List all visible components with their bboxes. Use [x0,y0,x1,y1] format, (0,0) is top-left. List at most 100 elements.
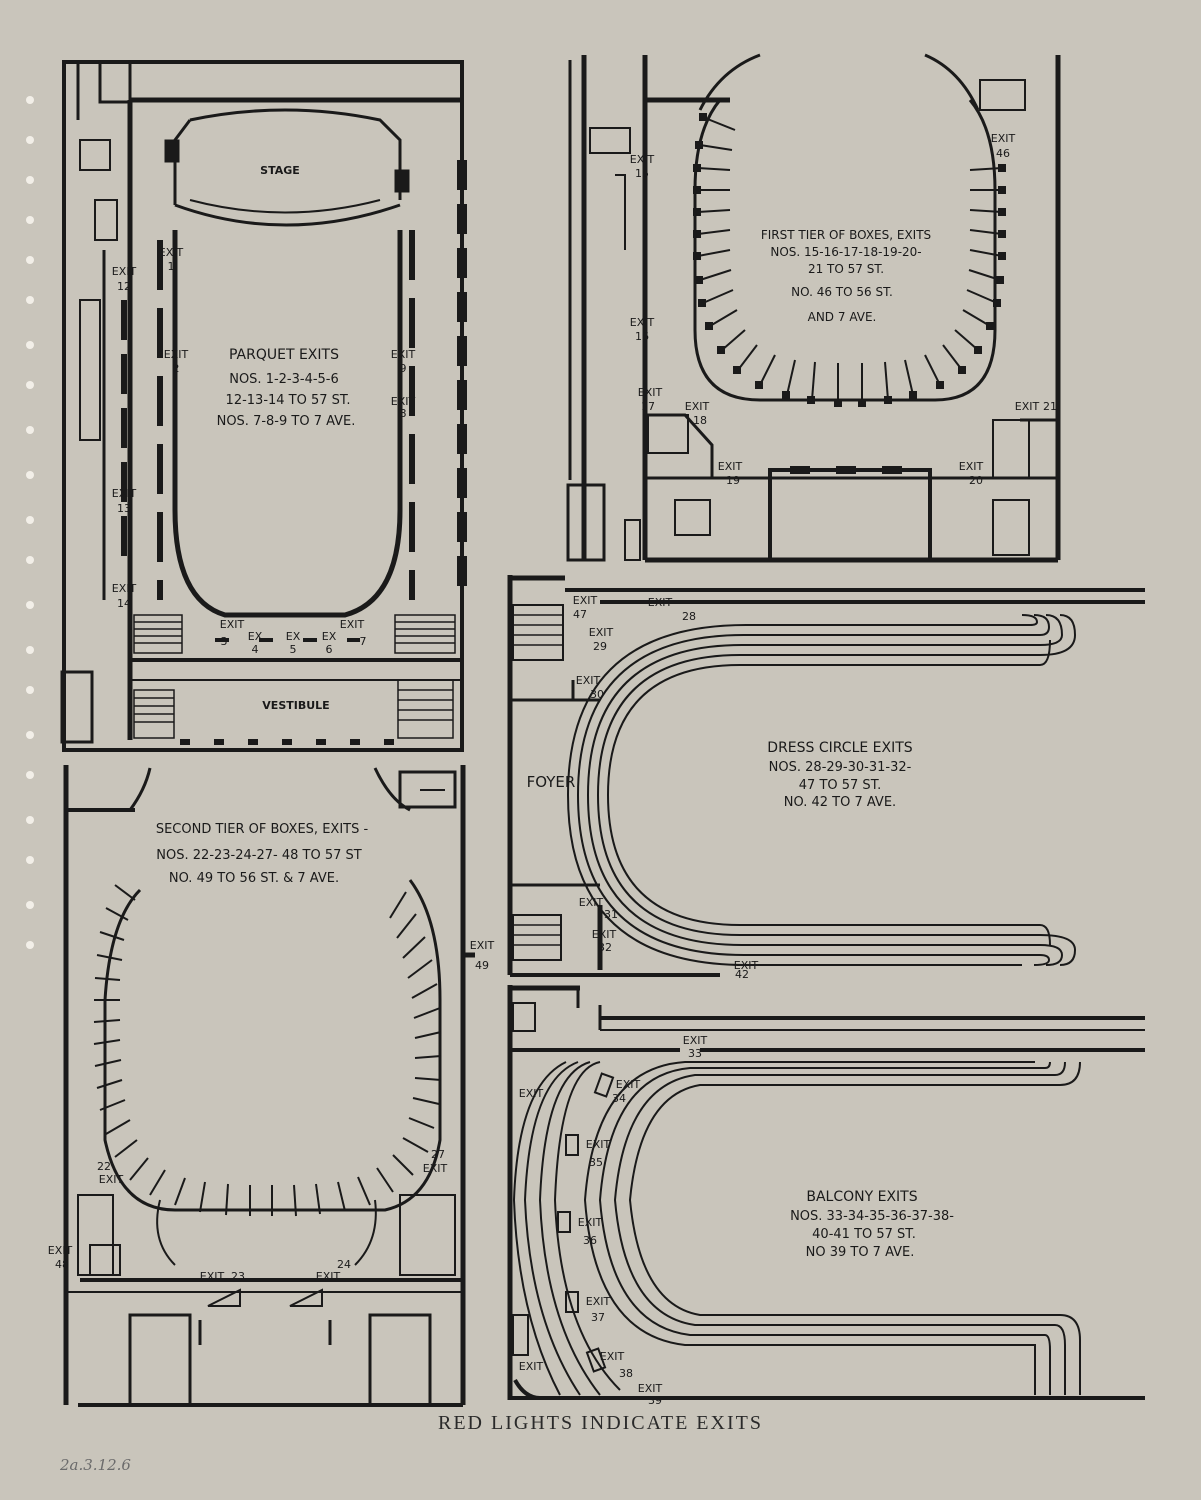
exit-word: EXIT [423,1162,448,1175]
exit-word: EX [322,630,337,643]
exit-word: EXIT [586,1138,611,1151]
exit-number: 14 [117,597,131,610]
exit-word: EXIT [519,1360,544,1373]
exit-word: EXIT [579,896,604,909]
vestibule-label: VESTIBULE [262,699,329,712]
exit-number: 12 [117,280,131,293]
exit-number: 35 [589,1156,603,1169]
exit-word: EXIT [959,460,984,473]
exit-word: EXIT [519,1087,544,1100]
exit-number: 7 [360,635,367,648]
exit-word: EXIT [718,460,743,473]
exit-word: EXIT [630,153,655,166]
exit-word: EXIT [638,386,663,399]
exit-number: 39 [648,1394,662,1407]
handwritten-catalog-note: 2a.3.12.6 [60,1456,131,1474]
exit-word: EXIT [573,594,598,607]
exit-number: 17 [641,400,655,413]
exit-number: 30 [590,688,604,701]
first-tier-boxes [693,113,1006,407]
exit-word: EXIT [734,959,759,972]
exit-word: EXIT [600,1350,625,1363]
exit-word: EXIT [112,487,137,500]
exit-word: EXIT [316,1270,341,1283]
exit-word: EXIT [638,1382,663,1395]
exit-number: 19 [726,474,740,487]
exit-number: 21 [1043,400,1057,413]
exit-number: 20 [969,474,983,487]
exit-word: EXIT [391,348,416,361]
foyer-label: FOYER [527,773,576,791]
exit-word: EXIT [616,1078,641,1091]
balcony-line3: 40-41 TO 57 ST. [812,1227,916,1242]
exit-word: EXIT [1015,400,1040,413]
exit-number: 31 [604,908,618,921]
exit-number: 23 [231,1270,245,1283]
dress-circle-line4: NO. 42 TO 7 AVE. [784,795,896,810]
balcony-plan [507,985,1145,1400]
exit-word: EX [286,630,301,643]
exit-number: 33 [688,1047,702,1060]
parquet-line1: NOS. 1-2-3-4-5-6 [229,372,339,387]
exit-word: EXIT [592,928,617,941]
exit-number: 15 [635,167,649,180]
exit-word: EXIT [683,1034,708,1047]
second-tier-boxes [93,884,442,1217]
exit-number: 18 [693,414,707,427]
second-tier-line1: SECOND TIER OF BOXES, EXITS - [156,822,369,837]
parquet-title: PARQUET EXITS [229,347,339,363]
balcony-line1: BALCONY EXITS [806,1189,917,1205]
exit-number: 24 [337,1258,351,1271]
exit-word: EXIT [685,400,710,413]
exit-number: 49 [475,959,489,972]
binding-holes [26,96,34,949]
exit-word: EXIT [112,582,137,595]
exit-word: EXIT [48,1244,73,1257]
dress-circle-line2: NOS. 28-29-30-31-32- [769,760,912,775]
exit-word: EXIT [112,265,137,278]
exit-word: EXIT [391,395,416,408]
exit-number: 2 [173,362,180,375]
balcony-labels: BALCONY EXITS NOS. 33-34-35-36-37-38- 40… [519,1034,954,1407]
exit-number: 37 [591,1311,605,1324]
exit-number: 9 [400,362,407,375]
dress-circle-labels: FOYER DRESS CIRCLE EXITS NOS. 28-29-30-3… [527,594,913,981]
second-tier-labels: SECOND TIER OF BOXES, EXITS - NOS. 22-23… [48,822,495,1283]
exit-number: 16 [635,330,649,343]
exit-word: EXIT [589,626,614,639]
parquet-plan [60,60,467,752]
exit-word: EXIT [164,348,189,361]
balcony-line2: NOS. 33-34-35-36-37-38- [790,1209,954,1224]
exits-caption: RED LIGHTS INDICATE EXITS [438,1412,763,1434]
first-tier-labels: FIRST TIER OF BOXES, EXITS NOS. 15-16-17… [630,132,1057,487]
dress-circle-plan [507,575,1145,977]
second-tier-line2: NOS. 22-23-24-27- 48 TO 57 ST [156,848,361,863]
exit-number: 47 [573,608,587,621]
exit-word: EXIT [630,316,655,329]
stage-label: STAGE [260,164,300,177]
balcony-line4: NO 39 TO 7 AVE. [806,1245,915,1260]
exit-number: 8 [400,407,407,420]
parquet-labels: STAGE VESTIBULE PARQUET EXITS NOS. 1-2-3… [112,164,416,712]
first-tier-line3: 21 TO 57 ST. [808,262,884,276]
exit-number: 22 [97,1160,111,1173]
exit-word: EXIT [586,1295,611,1308]
exit-number: 38 [619,1367,633,1380]
exit-number: 13 [117,502,131,515]
exit-number: 28 [682,610,696,623]
exit-word: EXIT [576,674,601,687]
exit-word: EXIT [220,618,245,631]
exit-number: 6 [326,643,333,656]
second-tier-plan [63,765,475,1407]
exit-number: 46 [996,147,1010,160]
second-tier-line3: NO. 49 TO 56 ST. & 7 AVE. [169,871,339,886]
exit-number: 29 [593,640,607,653]
parquet-line3: NOS. 7-8-9 TO 7 AVE. [217,414,356,429]
exit-number: 1 [168,260,175,273]
first-tier-line1: FIRST TIER OF BOXES, EXITS [761,228,931,242]
exit-number: 3 [221,635,228,648]
dress-circle-line1: DRESS CIRCLE EXITS [767,740,913,756]
first-tier-line5: AND 7 AVE. [808,310,877,324]
exit-word: EXIT [470,939,495,952]
